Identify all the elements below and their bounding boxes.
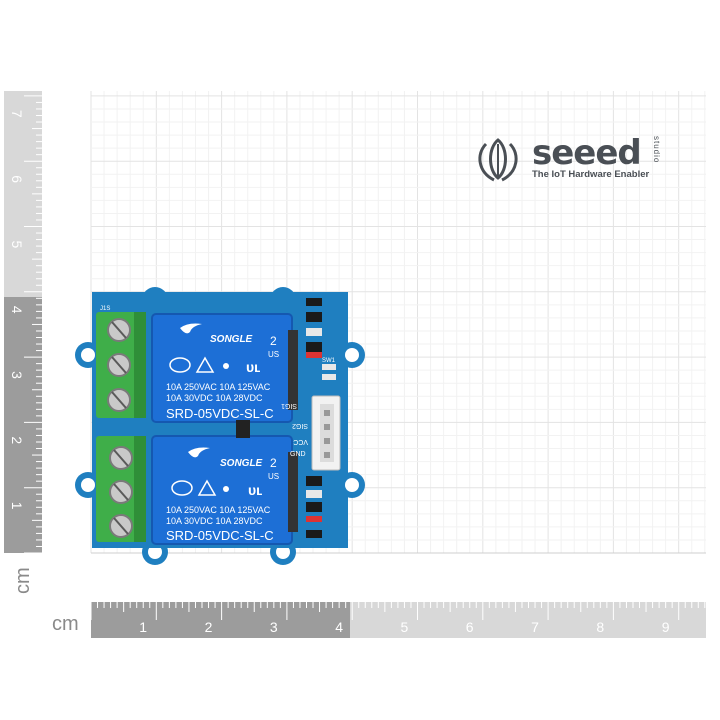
songle-logo-icon xyxy=(180,323,202,334)
relay-bottom-model: SRD-05VDC-SL-C xyxy=(166,528,274,543)
ruler-x-label: 1 xyxy=(139,619,147,635)
silk-vcc: VCC xyxy=(293,438,308,445)
terminal-block-bottom xyxy=(96,436,146,542)
ruler-y-label: 6 xyxy=(9,175,25,183)
silk-sig2: SIG2 xyxy=(292,422,308,429)
silk-sw: SW1 xyxy=(322,358,336,364)
smd-components xyxy=(306,298,336,538)
ruler-x-label: 4 xyxy=(335,619,343,635)
relay-top-model: SRD-05VDC-SL-C xyxy=(166,406,274,421)
ruler-x-label: 3 xyxy=(270,619,278,635)
relay-top-cert-sub: US xyxy=(268,350,279,359)
logo-tagline: The IoT Hardware Enabler xyxy=(532,169,650,180)
ruler-y-label: 1 xyxy=(9,502,25,510)
terminal-block-top xyxy=(96,312,146,418)
ruler-x-label: 9 xyxy=(662,619,670,635)
grove-connector xyxy=(311,395,341,471)
ruler-unit-y: cm xyxy=(12,567,34,594)
relay-bottom-cert-sub: US xyxy=(268,472,279,481)
warning-triangle-icon xyxy=(195,356,215,373)
relay-top-brand: SONGLE xyxy=(210,334,253,345)
dot-mark-icon xyxy=(223,363,229,369)
dot-mark-icon xyxy=(223,486,229,492)
relay-top-rating-2: 10A 30VDC 10A 28VDC xyxy=(166,393,263,403)
warning-triangle-icon xyxy=(197,479,217,496)
relay-bottom: SONGLE 10A 250VAC 10A 125VAC 10A 30VDC 1… xyxy=(151,435,293,545)
relay-bottom-brand: SONGLE xyxy=(220,458,263,469)
ruler-y-label: 7 xyxy=(9,110,25,118)
ul-mark-icon: ᴜʟ xyxy=(246,359,260,375)
ruler-x-label: 8 xyxy=(596,619,604,635)
relay-top-rating-1: 10A 250VAC 10A 125VAC xyxy=(166,382,271,392)
ruler-y-label: 3 xyxy=(9,371,25,379)
relay-top: SONGLE 10A 250VAC 10A 125VAC 10A 30VDC 1… xyxy=(151,313,293,423)
silk-sig1: SIG1 xyxy=(281,402,297,409)
songle-logo-icon xyxy=(188,447,210,458)
silk-gnd: GND xyxy=(290,451,306,458)
logo-studio: studio xyxy=(652,136,661,164)
grove-relay-board: SONGLE 10A 250VAC 10A 125VAC 10A 30VDC 1… xyxy=(75,287,365,565)
ruler-unit-x: cm xyxy=(52,613,79,635)
ruler-y-label: 2 xyxy=(9,436,25,444)
seeed-wave-icon xyxy=(478,138,518,182)
silk-j1: J1S xyxy=(100,306,110,312)
logo-brand: seeed xyxy=(532,133,642,173)
relay-bottom-rating-2: 10A 30VDC 10A 28VDC xyxy=(166,516,263,526)
cqc-mark-icon xyxy=(169,357,191,373)
ruler-x-label: 7 xyxy=(531,619,539,635)
ul-mark-icon: ᴜʟ xyxy=(248,482,262,498)
ruler-x-label: 2 xyxy=(205,619,213,635)
seeed-logo: seeed studio The IoT Hardware Enabler xyxy=(472,134,682,184)
relay-bottom-rating-1: 10A 250VAC 10A 125VAC xyxy=(166,505,271,515)
horizontal-ruler: 1 2 3 4 5 6 7 8 9 xyxy=(90,602,706,638)
relay-bottom-cert: 2 xyxy=(270,456,277,470)
vertical-ruler: 1 2 3 4 5 6 7 xyxy=(4,91,42,554)
cqc-mark-icon xyxy=(171,480,193,496)
ruler-y-label: 5 xyxy=(9,241,25,249)
ruler-x-label: 5 xyxy=(401,619,409,635)
ruler-y-label: 4 xyxy=(9,306,25,314)
relay-top-cert: 2 xyxy=(270,334,277,348)
ruler-x-label: 6 xyxy=(466,619,474,635)
